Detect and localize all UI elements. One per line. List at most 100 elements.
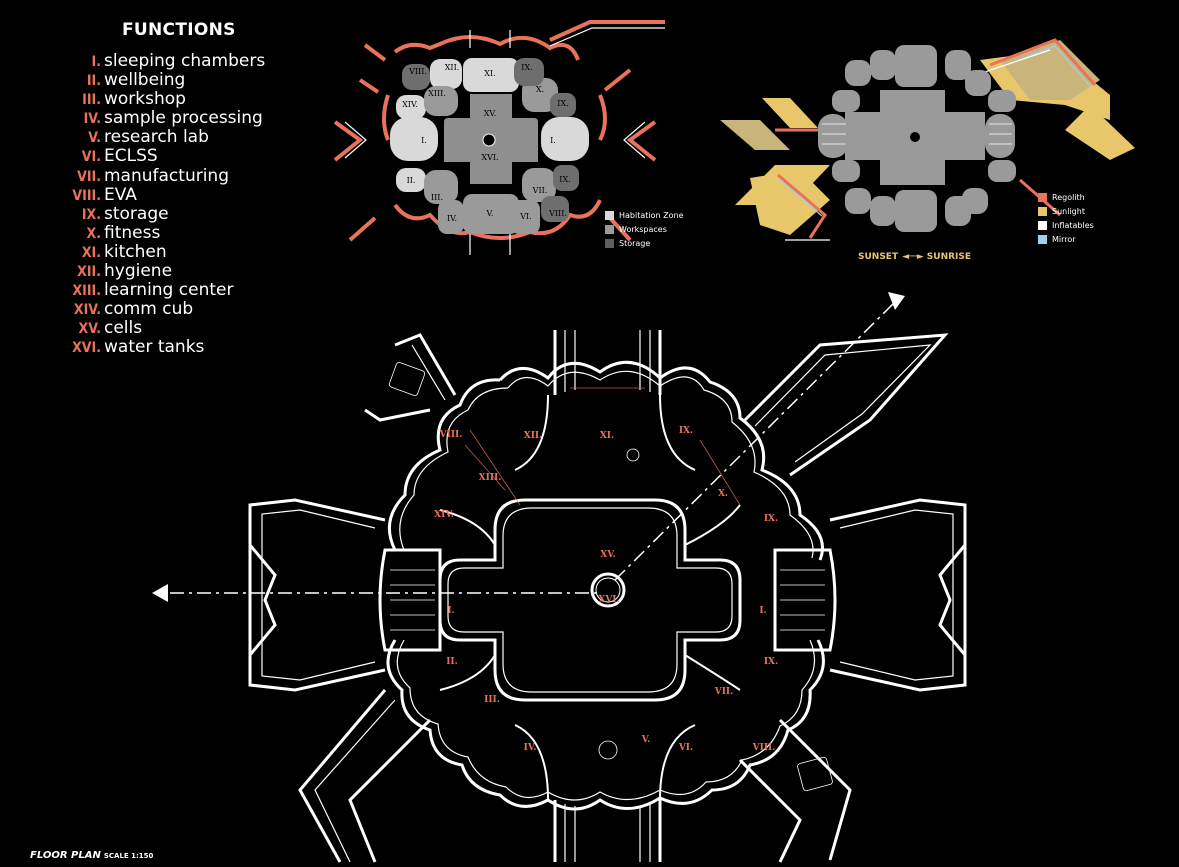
legend-entry: Habitation Zone (605, 208, 684, 222)
floor-plan-label: FLOOR PLAN (30, 850, 101, 861)
zoning-room-label: XIII. (428, 89, 446, 98)
sun-direction: SUNSET ◄──► SUNRISE (858, 252, 971, 262)
zoning-room-label: IX. (559, 175, 570, 184)
function-label: workshop (104, 89, 186, 110)
function-item: IX.storage (60, 203, 320, 224)
function-number: X. (86, 225, 102, 242)
plan-room-label: VIII. (439, 430, 463, 440)
plan-room-label: V. (641, 735, 651, 745)
plan-room-label: IX. (764, 514, 778, 524)
zoning-room-label: III. (431, 193, 443, 202)
function-item: XII.hygiene (60, 261, 320, 282)
legend-label: Workspaces (619, 224, 667, 234)
function-number: V. (88, 130, 101, 147)
function-label: research lab (104, 127, 209, 148)
function-label: EVA (104, 184, 137, 205)
functions-title: FUNCTIONS (122, 20, 236, 40)
legend-entry: Regolith (1038, 190, 1094, 204)
function-label: ECLSS (104, 146, 158, 167)
function-number: XIV. (73, 302, 101, 319)
function-number: VI. (81, 149, 101, 166)
function-item: XVI.water tanks (60, 337, 320, 358)
zoning-room-label: V. (486, 209, 494, 218)
function-item: XV.cells (60, 318, 320, 339)
legend-swatch (605, 224, 614, 234)
plan-room-label: VII. (714, 687, 734, 697)
plan-room-label: XV. (600, 550, 616, 560)
plan-room-label: VIII. (752, 743, 776, 753)
legend-label: Mirror (1052, 234, 1076, 244)
legend-label: Inflatables (1052, 220, 1094, 230)
function-number: VII. (77, 168, 101, 185)
arrow-west-icon (152, 584, 168, 602)
function-item: XI.kitchen (60, 241, 320, 262)
zoning-room-label: X. (536, 85, 544, 94)
function-number: II. (86, 73, 101, 90)
zoning-room-label: IX. (557, 99, 568, 108)
function-number: IX. (81, 206, 101, 223)
function-label: storage (104, 203, 169, 224)
function-item: X.fitness (60, 222, 320, 243)
function-number: III. (82, 92, 101, 109)
zoning-room-label: VIII. (408, 67, 427, 76)
function-item: XIII.learning center (60, 280, 320, 301)
legend-label: Habitation Zone (619, 210, 684, 220)
zoning-room-label: VII. (532, 186, 548, 195)
function-number: XI. (81, 244, 101, 261)
plan-room-label: II. (446, 657, 458, 667)
plan-room-label: XII. (524, 431, 543, 441)
arrow-northeast-icon (888, 292, 905, 310)
function-number: XII. (77, 264, 101, 281)
legend-label: Regolith (1052, 192, 1085, 202)
function-label: cells (104, 318, 143, 339)
plan-room-label: I. (447, 606, 454, 616)
function-label: sample processing (104, 108, 263, 129)
legend-swatch (605, 210, 614, 220)
zoning-room-label: II. (407, 176, 416, 185)
function-label: wellbeing (104, 70, 186, 91)
function-label: comm cub (104, 299, 194, 320)
floor-plan (170, 301, 967, 863)
zoning-room-label: VIII. (548, 209, 567, 218)
zoning-room-label: VI. (519, 212, 531, 221)
plan-room-label: XIV. (434, 510, 454, 520)
zoning-room-label: I. (550, 136, 556, 145)
function-number: VIII. (72, 187, 101, 204)
function-item: I.sleeping chambers (60, 51, 320, 71)
zoning-room-label: XIV. (402, 100, 418, 109)
zoning-room-label: XI. (484, 69, 495, 78)
double-arrow-icon: ◄──► (902, 252, 924, 262)
plan-room-label: XVI. (598, 595, 619, 605)
plan-room-label: XIII. (479, 473, 502, 483)
function-label: kitchen (104, 241, 167, 262)
plan-room-label: I. (759, 606, 766, 616)
function-number: XV. (78, 321, 101, 338)
zoning-room-label: IV. (447, 214, 457, 223)
legend-swatch (1038, 192, 1047, 202)
sunset-label: SUNSET (858, 252, 899, 262)
function-label: hygiene (104, 261, 173, 282)
function-item: VIII.EVA (60, 184, 320, 205)
plan-room-label: IX. (764, 657, 778, 667)
function-label: water tanks (104, 337, 205, 358)
legend-entry: Inflatables (1038, 218, 1094, 232)
function-item: XIV.comm cub (60, 299, 320, 320)
legend-entry: Sunlight (1038, 204, 1094, 218)
function-label: manufacturing (104, 165, 229, 186)
plan-room-label: X. (718, 489, 728, 499)
function-label: learning center (104, 280, 234, 301)
function-number: XIII. (72, 283, 101, 300)
function-label: fitness (104, 222, 161, 243)
function-item: II.wellbeing (60, 70, 320, 91)
legend-label: Storage (619, 238, 651, 248)
function-number: I. (91, 54, 101, 70)
function-item: V.research lab (60, 127, 320, 148)
zoning-room-label: XV. (484, 109, 497, 118)
legend-entry: Mirror (1038, 232, 1094, 246)
function-number: XVI. (72, 340, 101, 357)
function-item: VI.ECLSS (60, 146, 320, 167)
